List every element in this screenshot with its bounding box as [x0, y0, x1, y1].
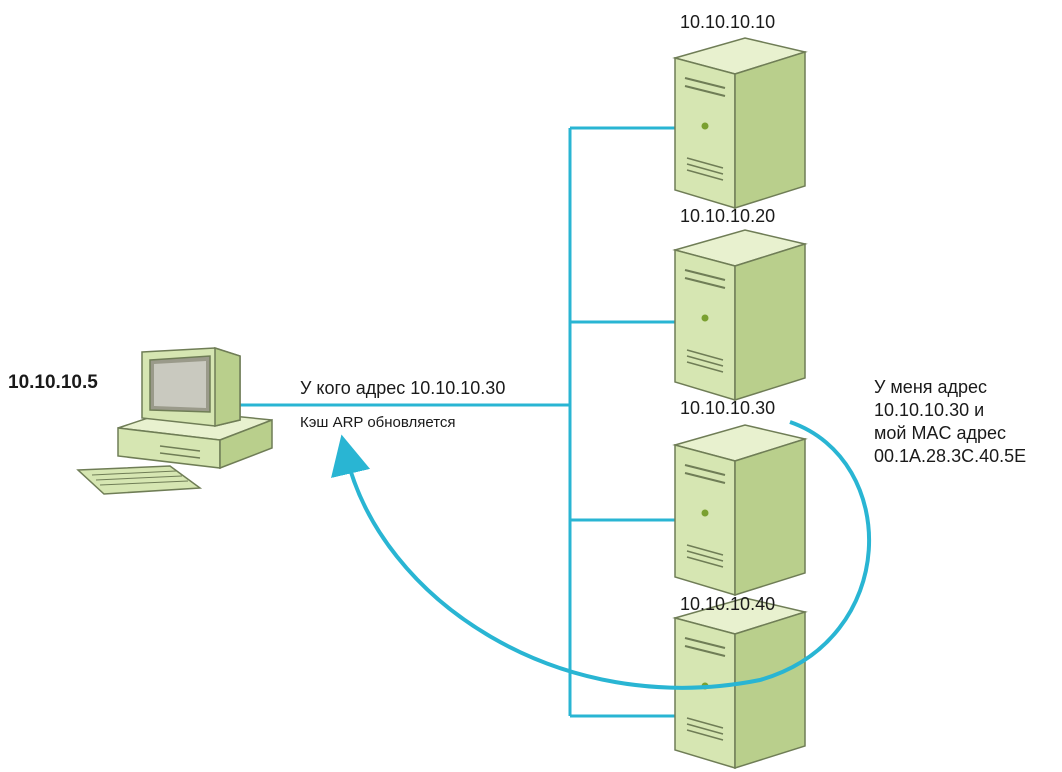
client-ip-label: 10.10.10.5	[8, 372, 98, 393]
cache-update-label: Кэш ARP обновляется	[300, 414, 456, 431]
request-label: У кого адрес 10.10.10.30	[300, 378, 506, 398]
reply-arrow	[331, 420, 872, 690]
reply-line-2: 10.10.10.30 и	[874, 400, 985, 420]
reply-line-4: 00.1A.28.3C.40.5E	[874, 446, 1027, 466]
reply-line-1: У меня адрес	[874, 377, 988, 397]
reply-label: У меня адрес 10.10.10.30 и мой MAC адрес…	[874, 376, 1026, 468]
server-1-icon	[674, 37, 806, 209]
server-2-ip: 10.10.10.20	[680, 206, 776, 226]
server-3-icon	[674, 424, 806, 596]
server-1-ip: 10.10.10.10	[680, 12, 776, 32]
network-links	[238, 126, 675, 718]
server-2-icon	[674, 229, 806, 401]
computer-icon	[76, 346, 273, 495]
server-3-ip: 10.10.10.30	[680, 398, 776, 418]
reply-line-3: мой MAC адрес	[874, 423, 1006, 443]
server-4-ip: 10.10.10.40	[680, 594, 776, 614]
